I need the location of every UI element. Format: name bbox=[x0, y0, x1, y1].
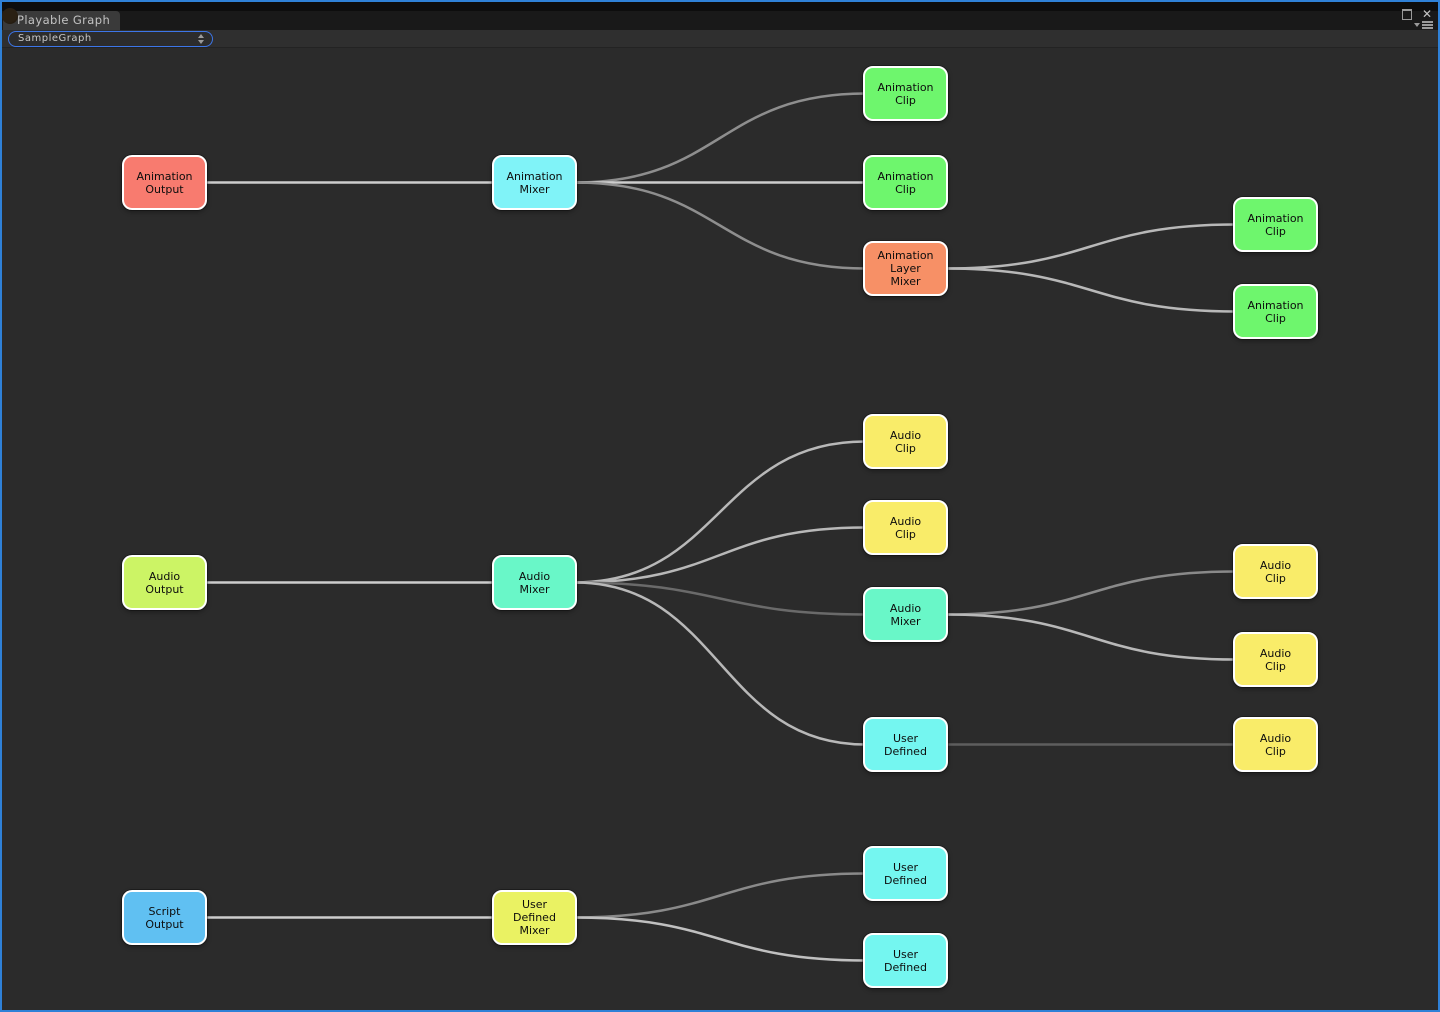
node-audio-clip-4[interactable]: Audio Clip bbox=[1233, 632, 1318, 687]
edge-animation-mixer-to-animation-clip-1 bbox=[574, 92, 866, 184]
node-script-output[interactable]: Script Output bbox=[122, 890, 207, 945]
tab-title: Playable Graph bbox=[17, 13, 111, 27]
tab-playable-graph[interactable]: Playable Graph bbox=[3, 11, 121, 30]
node-animation-layer-mixer[interactable]: Animation Layer Mixer bbox=[863, 241, 948, 296]
tab-strip: Playable Graph ✕ bbox=[2, 2, 1438, 30]
hamburger-icon bbox=[1422, 21, 1433, 29]
node-animation-clip-3[interactable]: Animation Clip bbox=[1233, 197, 1318, 252]
toolbar: SampleGraph bbox=[2, 30, 1438, 48]
edge-audio-mixer-1-to-audio-clip-2 bbox=[574, 526, 866, 584]
node-animation-output[interactable]: Animation Output bbox=[122, 155, 207, 210]
menu-triangle-icon bbox=[1414, 22, 1420, 27]
node-audio-mixer-2[interactable]: Audio Mixer bbox=[863, 587, 948, 642]
node-animation-clip-2[interactable]: Animation Clip bbox=[863, 155, 948, 210]
edge-user-defined-mixer-to-user-defined-3 bbox=[574, 916, 866, 962]
node-user-defined-1[interactable]: User Defined bbox=[863, 717, 948, 772]
node-audio-clip-2[interactable]: Audio Clip bbox=[863, 500, 948, 555]
edge-animation-mixer-to-animation-layer-mixer bbox=[574, 181, 866, 270]
window-menu-icon[interactable] bbox=[1414, 21, 1433, 29]
edge-animation-layer-mixer-to-animation-clip-4 bbox=[945, 267, 1236, 313]
edge-user-defined-mixer-to-user-defined-2 bbox=[574, 872, 866, 919]
node-user-defined-3[interactable]: User Defined bbox=[863, 933, 948, 988]
edge-audio-mixer-1-to-audio-clip-1 bbox=[574, 440, 866, 584]
node-animation-clip-1[interactable]: Animation Clip bbox=[863, 66, 948, 121]
node-audio-mixer-1[interactable]: Audio Mixer bbox=[492, 555, 577, 610]
close-icon[interactable]: ✕ bbox=[1421, 7, 1432, 21]
tab-dot-icon bbox=[2, 8, 18, 24]
node-animation-mixer[interactable]: Animation Mixer bbox=[492, 155, 577, 210]
popup-arrows-icon bbox=[198, 34, 204, 44]
node-audio-clip-1[interactable]: Audio Clip bbox=[863, 414, 948, 469]
edge-animation-layer-mixer-to-animation-clip-3 bbox=[945, 223, 1236, 270]
edge-audio-mixer-2-to-audio-clip-3 bbox=[945, 570, 1236, 616]
node-audio-clip-5[interactable]: Audio Clip bbox=[1233, 717, 1318, 772]
graph-selector-value: SampleGraph bbox=[18, 33, 92, 44]
edge-audio-mixer-1-to-audio-mixer-2 bbox=[574, 581, 866, 616]
node-audio-output[interactable]: Audio Output bbox=[122, 555, 207, 610]
node-user-defined-mixer[interactable]: User Defined Mixer bbox=[492, 890, 577, 945]
maximize-icon[interactable] bbox=[1401, 8, 1412, 20]
node-audio-clip-3[interactable]: Audio Clip bbox=[1233, 544, 1318, 599]
edge-audio-mixer-2-to-audio-clip-4 bbox=[945, 613, 1236, 661]
edge-audio-mixer-1-to-user-defined-1 bbox=[574, 581, 866, 746]
node-animation-clip-4[interactable]: Animation Clip bbox=[1233, 284, 1318, 339]
node-user-defined-2[interactable]: User Defined bbox=[863, 846, 948, 901]
graph-selector-dropdown[interactable]: SampleGraph bbox=[8, 31, 213, 47]
